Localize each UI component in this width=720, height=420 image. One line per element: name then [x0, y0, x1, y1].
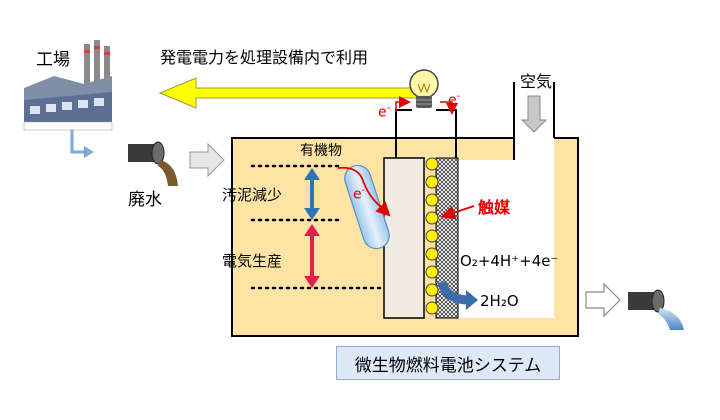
treated-outflow-arrow [585, 282, 621, 318]
electron-left-label: e- [378, 104, 390, 120]
factory-label: 工場 [36, 50, 70, 70]
level-lines [250, 164, 382, 290]
air-inflow-arrow [520, 95, 548, 133]
power-use-label: 発電電力を処理設備内で利用 [160, 48, 369, 67]
bacterium-electron-label: e- [353, 186, 365, 202]
electron-right-charge: - [456, 91, 461, 102]
catalyst-beads [425, 157, 439, 315]
outlet-pipe-icon [628, 289, 684, 330]
discharge-arrow [70, 130, 86, 154]
factory-icon [23, 40, 113, 131]
reaction-label: O₂+4H⁺+4e⁻ [460, 252, 559, 270]
sludge-reduction-label: 汚泥減少 [222, 186, 283, 204]
organic-label: 有機物 [300, 143, 342, 159]
wastewater-label: 廃水 [128, 190, 162, 210]
bacterium-electron-charge: - [361, 185, 366, 196]
wastewater-inflow-arrow [189, 142, 225, 178]
power-return-arrow [158, 77, 419, 109]
catalyst-label: 触媒 [478, 198, 511, 217]
air-label: 空気 [520, 72, 553, 91]
light-bulb-icon [409, 69, 439, 108]
sludge-reduction-arrow [304, 168, 320, 220]
power-generation-label: 電気生産 [222, 252, 283, 270]
electron-right-symbol: e [448, 92, 457, 109]
power-generation-arrow [304, 224, 320, 288]
electron-left-charge: - [386, 103, 391, 114]
system-name-label: 微生物燃料電池システム [354, 355, 542, 376]
drain-pipe-icon [128, 141, 178, 186]
bacterium-electron-symbol: e [353, 186, 362, 203]
anode-plate [383, 157, 425, 319]
system-caption-box: 微生物燃料電池システム [336, 346, 560, 380]
electron-left-symbol: e [378, 104, 387, 121]
water-label: 2H₂O [480, 292, 519, 310]
electron-right-label: e- [448, 92, 460, 108]
